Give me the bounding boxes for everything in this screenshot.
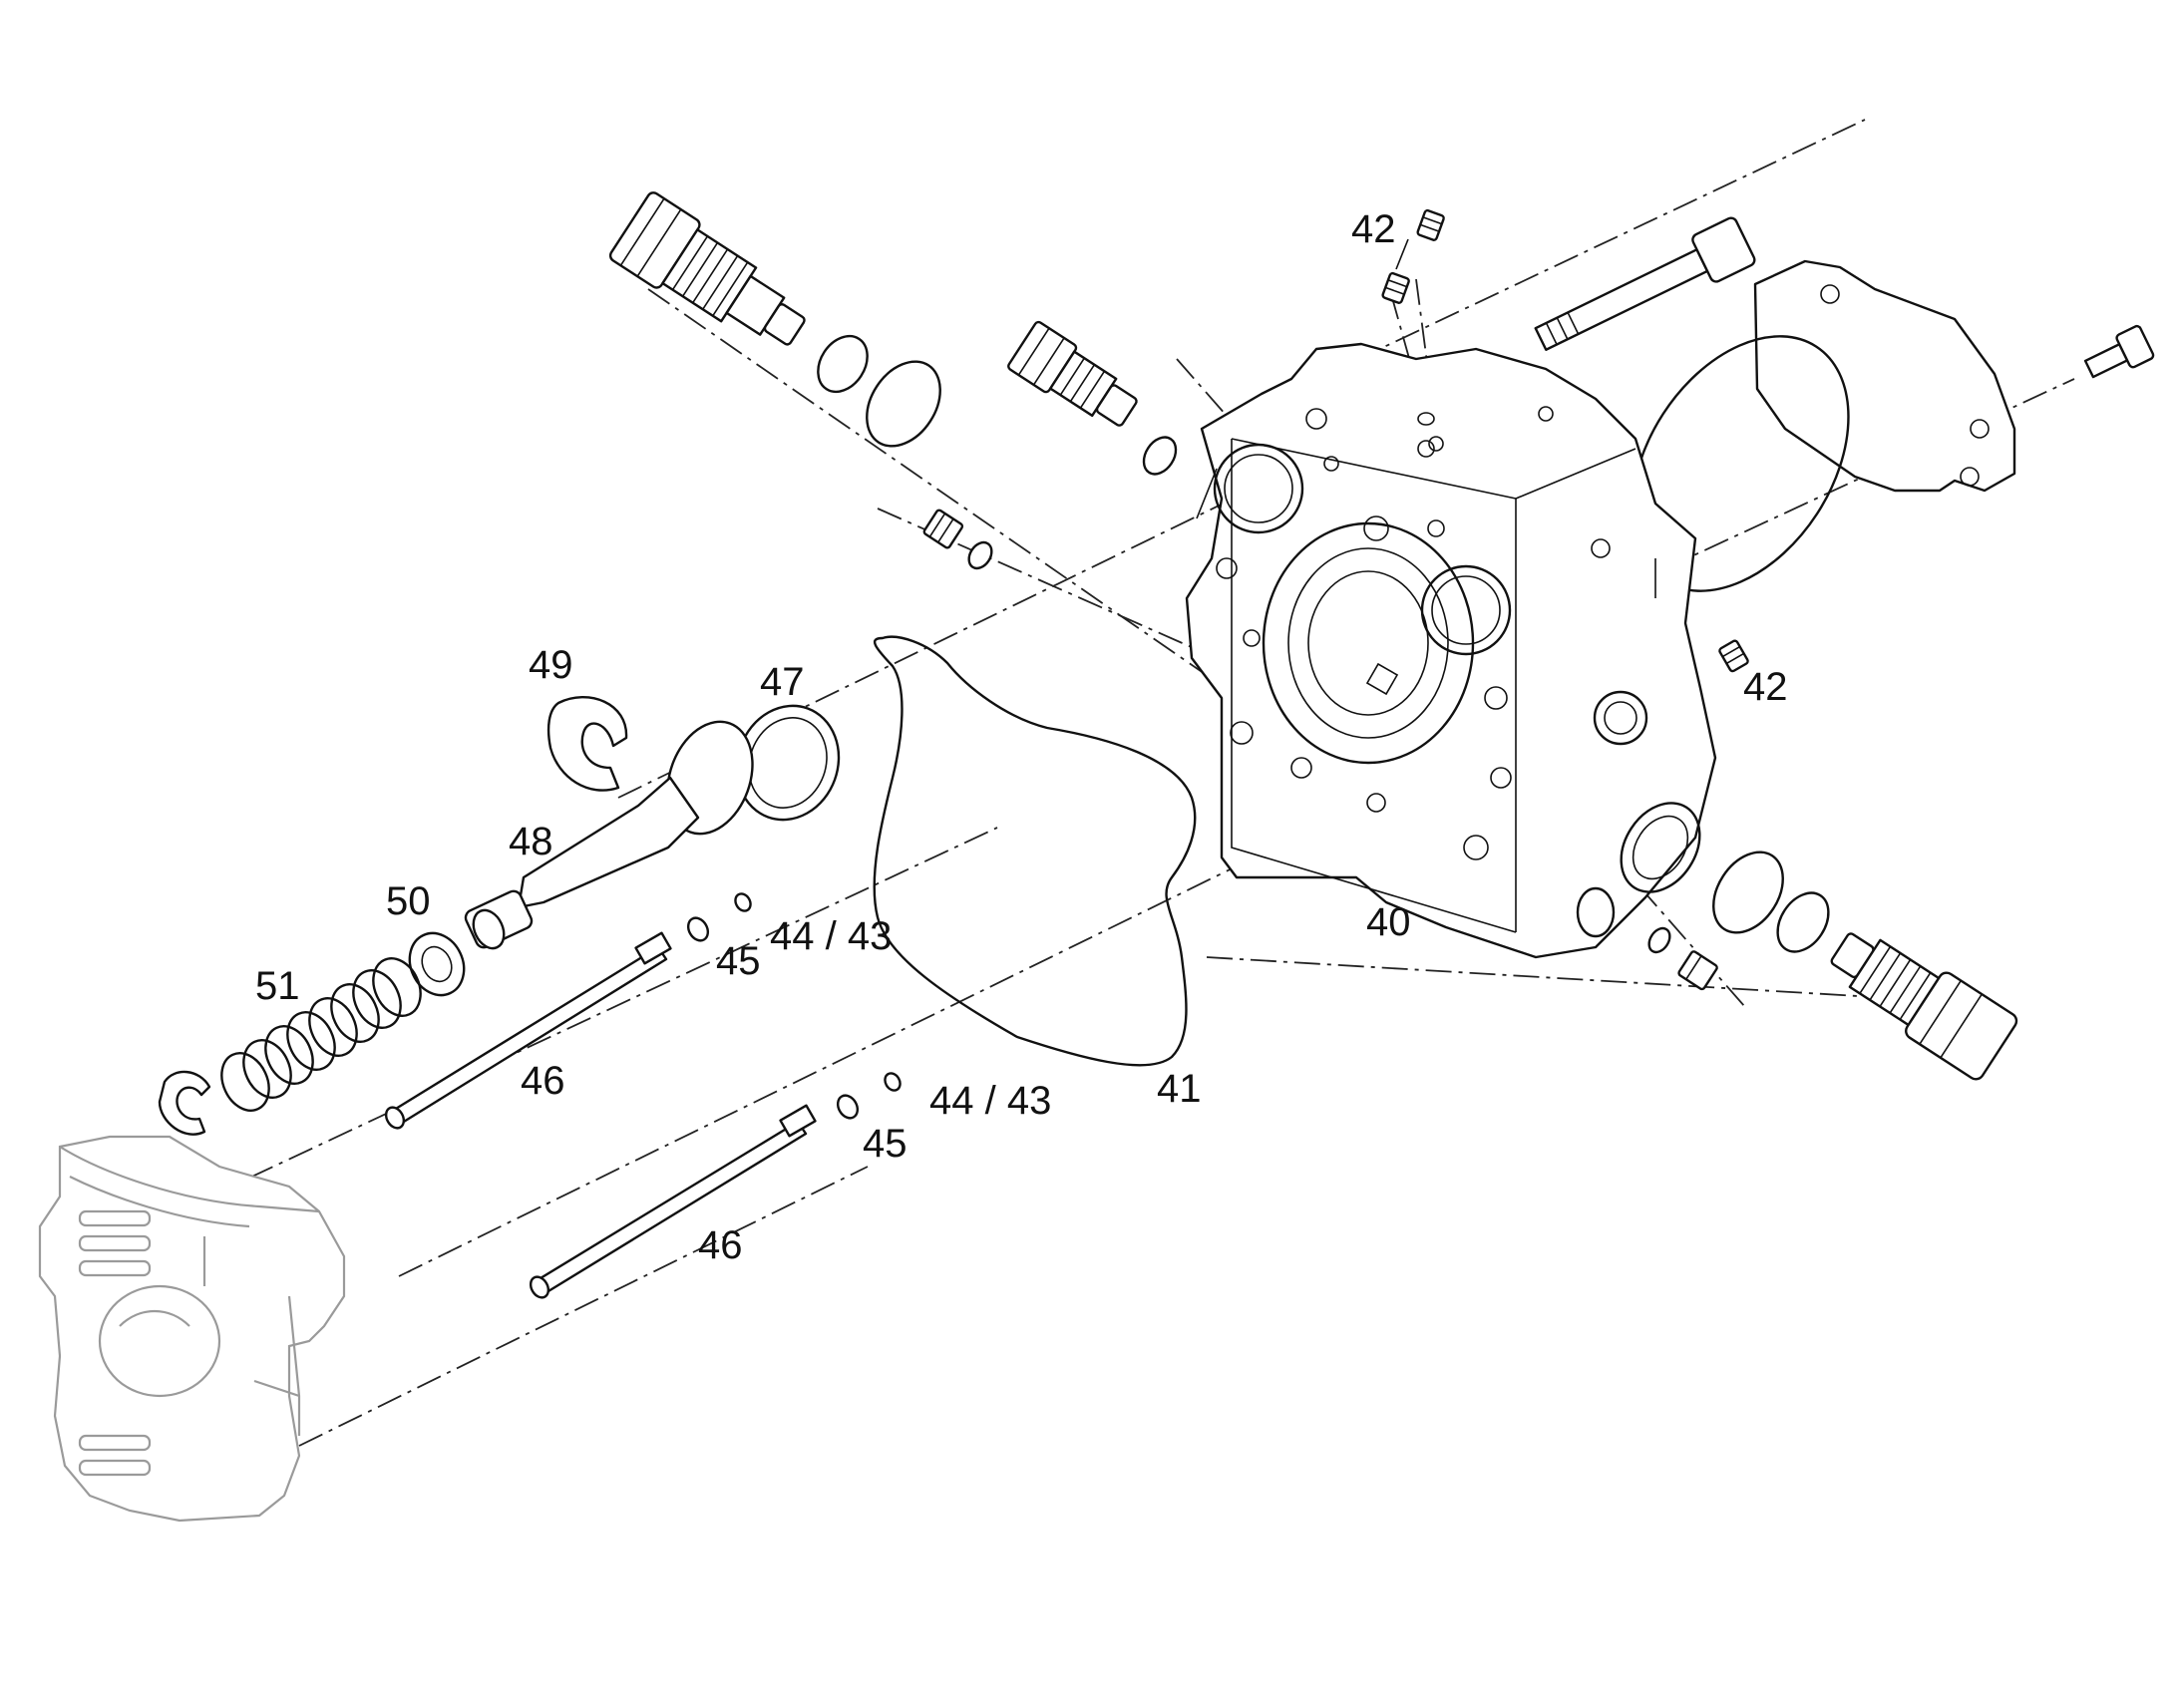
callout-48: 48 xyxy=(509,820,553,863)
callout-47: 47 xyxy=(760,660,805,704)
callout-42-right: 42 xyxy=(1743,665,1788,709)
washer-50 xyxy=(408,931,466,997)
plug-screw-mid xyxy=(922,509,964,549)
control-piston-48 xyxy=(464,720,754,950)
pin-46-upper xyxy=(384,931,672,1130)
callout-40: 40 xyxy=(1366,900,1411,944)
hex-bolt-long xyxy=(1534,216,1756,351)
callout-45-lower: 45 xyxy=(863,1122,908,1166)
washer-44-43-lower xyxy=(884,1072,902,1092)
pump-housing-ghost xyxy=(38,1135,346,1523)
callout-45-upper: 45 xyxy=(716,939,761,983)
check-valve-cartridge xyxy=(1007,320,1138,427)
cover-plate-hole-1 xyxy=(1820,284,1840,304)
relief-valve-cartridge-top xyxy=(608,191,806,346)
callout-46-upper: 46 xyxy=(521,1059,565,1103)
o-ring-lower-small xyxy=(1776,891,1830,953)
cover-plate xyxy=(1753,259,2016,493)
cover-plate-hole-3 xyxy=(1960,467,1980,487)
seal-45-lower xyxy=(836,1094,860,1120)
callout-49: 49 xyxy=(529,643,573,687)
o-ring-lower-large xyxy=(1712,851,1784,934)
callout-42-top: 42 xyxy=(1351,207,1396,251)
leader-lines xyxy=(1395,238,1409,270)
callout-51: 51 xyxy=(255,964,300,1008)
seal-ring-lower xyxy=(1647,926,1671,954)
hex-screw-cover xyxy=(2083,324,2155,379)
callout-44-43-lower: 44 / 43 xyxy=(929,1079,1051,1123)
seal-45-upper xyxy=(686,916,710,942)
callout-46-lower: 46 xyxy=(698,1223,743,1267)
relief-valve-cartridge-bottom xyxy=(1830,932,2018,1081)
washer-44-43-upper xyxy=(734,892,752,912)
plug-screw-lower xyxy=(1677,950,1718,991)
callout-labels: 42 42 40 41 49 47 48 50 51 45 44 / 43 46… xyxy=(255,207,1788,1267)
callout-44-43-upper: 44 / 43 xyxy=(770,914,892,958)
pin-46-lower xyxy=(529,1104,817,1299)
o-ring-large xyxy=(866,360,941,448)
o-ring-small xyxy=(817,334,869,394)
set-screw-42-top-b xyxy=(1381,271,1410,304)
callout-50: 50 xyxy=(386,879,431,923)
o-ring-check-valve xyxy=(1142,436,1178,476)
cover-plate-hole-2 xyxy=(1970,419,1990,439)
set-screw-42-top-a xyxy=(1416,208,1445,241)
spring-seat xyxy=(158,1070,211,1136)
callout-41: 41 xyxy=(1157,1067,1202,1111)
valve-housing-40 xyxy=(1185,342,1717,959)
spring-51 xyxy=(220,957,422,1112)
gasket-41 xyxy=(873,635,1197,1067)
c-ring-49 xyxy=(546,696,628,792)
set-screw-42-right xyxy=(1718,639,1749,673)
seal-ring-mid xyxy=(967,540,993,570)
